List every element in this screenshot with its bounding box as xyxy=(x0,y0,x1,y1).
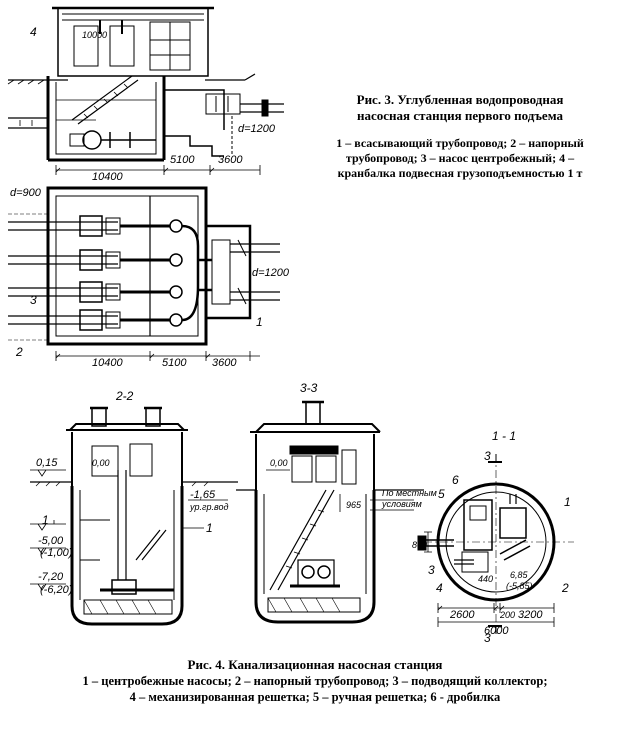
figure-3-legend-line-2: трубопровод; 3 – насос центробежный; 4 – xyxy=(345,151,575,165)
figure-4-caption: Рис. 4. Канализационная насосная станция… xyxy=(20,657,610,705)
section-33-label: 3-3 xyxy=(300,381,318,395)
dim-3600-section: 3600 xyxy=(218,154,243,166)
section-11-callout-2: 2 xyxy=(561,581,569,595)
section-11-label: 1 - 1 xyxy=(492,429,516,443)
dim-6000: 6000 xyxy=(484,625,509,637)
fig4-section-22 xyxy=(30,406,238,626)
plan-callout-3: 3 xyxy=(30,293,37,307)
section-11-callout-3: 3 xyxy=(428,563,435,577)
section-11-callout-6: 6 xyxy=(452,473,459,487)
level-500: -5,00 xyxy=(38,535,64,547)
section-11-callout-4: 4 xyxy=(436,581,443,595)
section-11-callout-1: 1 xyxy=(564,495,571,509)
section-22-label: 2-2 xyxy=(115,389,134,403)
level-000-33: 0,00 xyxy=(270,458,288,468)
plan-callout-2: 2 xyxy=(15,345,23,359)
note-line-2: условиям xyxy=(381,499,422,509)
dim-440: 440 xyxy=(478,574,493,584)
section-22-callout-1b: 1 xyxy=(206,521,213,535)
drawing-labels: 4 10000 d=1200 10400 5100 3600 d=900 d=1… xyxy=(10,25,571,645)
dim-200: 200 xyxy=(499,610,515,620)
pipe-diameter-plan-right: d=1200 xyxy=(252,267,290,279)
figure-3-title-line-2: насосная станция первого подъема xyxy=(357,108,563,123)
note-line-1: По местным xyxy=(382,488,437,498)
section-22-callout-1: 1 xyxy=(42,513,49,527)
dim-5100-plan: 5100 xyxy=(162,357,187,369)
dim-800: 800 xyxy=(412,540,427,550)
level-585-alt: (-5,85) xyxy=(506,581,533,591)
figure-4-title: Рис. 4. Канализационная насосная станция xyxy=(187,657,443,672)
dim-10400-section: 10400 xyxy=(92,171,123,183)
dim-3600-plan: 3600 xyxy=(212,357,237,369)
level-100-alt: (-1,00) xyxy=(40,547,73,559)
pipe-diameter-section: d=1200 xyxy=(238,123,276,135)
level-165: -1,65 xyxy=(190,489,216,501)
level-620-alt: (-6,20) xyxy=(40,584,73,596)
dim-3200: 3200 xyxy=(518,609,543,621)
label-10000: 10000 xyxy=(82,30,107,40)
mark-3-top: 3 xyxy=(484,449,491,463)
fig3-section xyxy=(7,6,284,175)
figure-3-title-line-1: Рис. 3. Углубленная водопроводная xyxy=(356,92,564,107)
figure-4-legend-line-2: 4 – механизированная решетка; 5 – ручная… xyxy=(129,690,501,704)
dim-965: 965 xyxy=(346,500,362,510)
dim-10400-plan: 10400 xyxy=(92,357,123,369)
level-000-22: 0,00 xyxy=(92,458,110,468)
level-015: 0,15 xyxy=(36,457,58,469)
level-720: -7,20 xyxy=(38,571,64,583)
callout-4: 4 xyxy=(30,25,37,39)
figure-3-legend-line-1: 1 – всасывающий трубопровод; 2 – напорны… xyxy=(336,136,584,150)
figure-3-caption: Рис. 3. Углубленная водопроводная насосн… xyxy=(300,92,620,181)
plan-callout-1: 1 xyxy=(256,315,263,329)
fig3-plan xyxy=(8,186,280,361)
figure-4-legend-line-1: 1 – центробежные насосы; 2 – напорный тр… xyxy=(82,674,548,688)
section-11-callout-5: 5 xyxy=(438,487,445,501)
figure-3-legend-line-3: кранбалка подвесная грузоподъемностью 1 … xyxy=(337,166,583,180)
dim-5100-section: 5100 xyxy=(170,154,195,166)
fig4-section-33 xyxy=(236,400,424,624)
pipe-diameter-plan-left: d=900 xyxy=(10,187,42,199)
level-685: 6,85 xyxy=(510,570,529,580)
mark-3-bottom: 3 xyxy=(484,631,491,645)
dim-2600: 2600 xyxy=(449,609,475,621)
water-note: ур.гр.вод xyxy=(189,502,228,512)
fig4-section-11 xyxy=(417,454,574,634)
